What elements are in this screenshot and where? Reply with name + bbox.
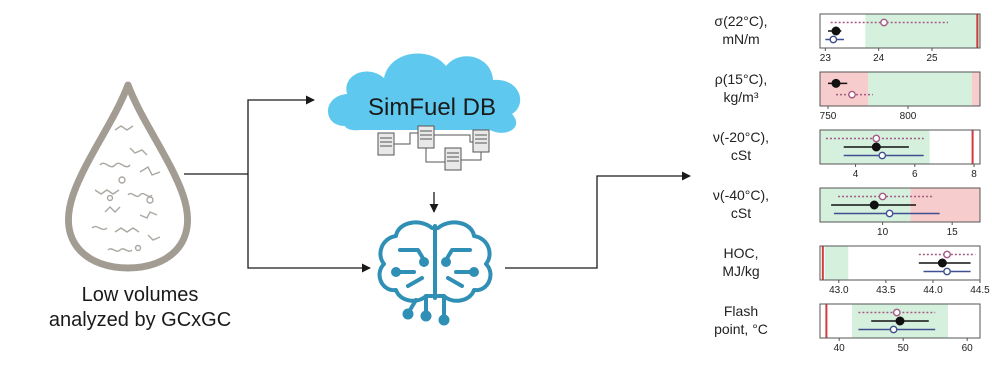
arrow-to-database xyxy=(247,95,315,174)
server-icon xyxy=(377,125,490,171)
data-point xyxy=(895,316,905,326)
prediction-panel: 23 24 25 xyxy=(819,13,981,64)
tick-label: 44.0 xyxy=(923,285,943,296)
data-point xyxy=(872,134,881,143)
panel-frame xyxy=(819,129,981,165)
out-of-spec-band xyxy=(910,188,980,222)
property-label-line: ν(-40°C), xyxy=(712,187,770,203)
data-point xyxy=(892,308,901,317)
property-label-line: cSt xyxy=(730,205,752,221)
data-point xyxy=(943,250,951,259)
property-label: Flash point, °C xyxy=(686,302,796,338)
tick-label: 43.0 xyxy=(829,285,849,296)
property-label-line: MJ/kg xyxy=(722,263,760,279)
data-point xyxy=(878,192,887,201)
data-point xyxy=(871,142,881,152)
property-label-line: kg/m³ xyxy=(723,89,759,105)
tick-label: 24 xyxy=(873,53,885,64)
tick-label: 50 xyxy=(898,343,910,354)
sample-caption: Low volumes analyzed by GCxGC xyxy=(20,283,260,333)
property-label: ν(-40°C), cSt xyxy=(686,186,796,222)
property-label: ν(-20°C), cSt xyxy=(686,128,796,164)
property-label-line: ρ(15°C), xyxy=(714,71,768,87)
data-point xyxy=(878,151,887,160)
cloud-icon xyxy=(327,53,521,133)
data-point xyxy=(848,90,856,99)
liquid-drop-icon xyxy=(65,81,191,272)
panel-frame xyxy=(819,187,981,223)
molecule-doodles xyxy=(91,125,161,252)
property-label-line: ν(-20°C), xyxy=(712,129,770,145)
property-label: HOC, MJ/kg xyxy=(686,244,796,280)
data-point xyxy=(880,18,888,27)
prediction-panel: 4 6 8 xyxy=(819,129,981,180)
out-of-spec-band xyxy=(972,72,980,106)
caption-line-1: Low volumes xyxy=(81,284,199,306)
property-label-line: cSt xyxy=(730,147,752,163)
connector-arrows xyxy=(184,95,691,273)
tick-label: 15 xyxy=(947,227,959,238)
panel-frame xyxy=(819,71,981,107)
data-point xyxy=(943,267,951,276)
property-label-line: HOC, xyxy=(723,245,759,261)
panel-frame xyxy=(819,303,981,339)
tick-label: 60 xyxy=(962,343,974,354)
out-of-spec-band xyxy=(820,72,868,106)
tick-label: 43.5 xyxy=(876,285,896,296)
property-label: σ(22°C), mN/m xyxy=(686,12,796,48)
tick-label: 23 xyxy=(820,53,832,64)
property-label-line: mN/m xyxy=(722,31,760,47)
prediction-panel: 40 50 60 xyxy=(819,303,981,354)
property-label-line: Flash xyxy=(723,303,759,319)
tick-label: 10 xyxy=(877,227,889,238)
acceptable-range-band xyxy=(868,72,972,106)
property-label-line: point, °C xyxy=(714,321,768,337)
data-point xyxy=(869,200,879,210)
acceptable-range-band xyxy=(824,246,849,280)
property-label: ρ(15°C), kg/m³ xyxy=(686,70,796,106)
data-point xyxy=(889,325,898,334)
tick-label: 8 xyxy=(971,169,977,180)
database-label: SimFuel DB xyxy=(367,94,497,121)
prediction-panel: 750 800 xyxy=(819,71,981,122)
tick-label: 6 xyxy=(912,169,918,180)
panel-frame xyxy=(819,245,981,281)
data-point xyxy=(829,35,838,44)
data-point xyxy=(831,26,841,36)
tick-label: 750 xyxy=(820,111,837,122)
brain-circuit-icon xyxy=(377,220,493,326)
arrow-to-model xyxy=(247,174,371,273)
data-point xyxy=(885,209,894,218)
tick-label: 25 xyxy=(926,53,938,64)
data-point xyxy=(937,258,947,268)
tick-label: 4 xyxy=(853,169,859,180)
prediction-panel: 43.0 43.5 44.0 44.5 xyxy=(819,245,990,296)
arrow-to-predictions xyxy=(505,171,691,269)
property-label-line: σ(22°C), xyxy=(714,13,768,29)
prediction-panel: 10 15 xyxy=(819,187,981,238)
tick-label: 800 xyxy=(900,111,917,122)
tick-label: 44.5 xyxy=(970,285,990,296)
data-point xyxy=(831,78,841,88)
caption-line-2: analyzed by GCxGC xyxy=(48,309,232,331)
panel-frame xyxy=(819,13,981,49)
property-prediction-panels: 23 24 25 750 800 4 6 8 10 15 43.0 43.5 44.0 44.5 40 50 6… xyxy=(819,13,990,354)
tick-label: 40 xyxy=(834,343,846,354)
